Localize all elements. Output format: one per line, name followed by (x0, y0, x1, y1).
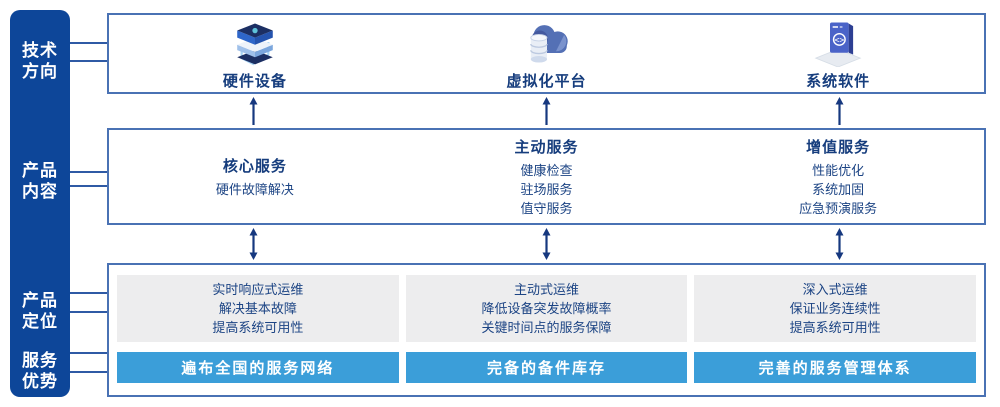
up-arrow-icon (400, 96, 693, 126)
sidebar-label-service-advantage: 服务 优势 (22, 351, 58, 391)
service-item: 驻场服务 (520, 181, 573, 197)
service-title: 增值服务 (806, 138, 871, 156)
double-arrow-icon (107, 227, 400, 261)
double-arrow-icon (400, 227, 693, 261)
positioning-column-3: 深入式运维 保证业务连续性 提高系统可用性 完善的服务管理体系 (694, 275, 977, 383)
software-window-icon: <> (811, 17, 865, 67)
service-item: 应急预演服务 (799, 200, 878, 216)
positioning-card: 深入式运维 保证业务连续性 提高系统可用性 (694, 275, 977, 343)
positioning-card: 主动式运维 降低设备突发故障概率 关键时间点的服务保障 (405, 275, 688, 343)
advantage-bar: 完善的服务管理体系 (694, 352, 977, 383)
tech-item-label: 虚拟化平台 (506, 72, 587, 90)
service-title: 主动服务 (514, 138, 579, 156)
sidebar-label-product-content: 产品 内容 (22, 161, 58, 201)
positioning-point: 保证业务连续性 (789, 301, 881, 317)
tech-item-label: 系统软件 (806, 72, 871, 90)
advantage-bar: 遍布全国的服务网络 (117, 352, 399, 383)
service-column-proactive: 主动服务 健康检查 驻场服务 值守服务 (401, 130, 693, 223)
connector-line (70, 60, 107, 62)
connector-line (70, 171, 107, 173)
service-item: 值守服务 (520, 200, 573, 216)
connector-line (70, 311, 107, 313)
positioning-point: 关键时间点的服务保障 (481, 320, 612, 336)
positioning-advantage-box: 实时响应式运维 解决基本故障 提高系统可用性 遍布全国的服务网络 主动式运维 降… (107, 263, 986, 397)
service-item: 性能优化 (812, 162, 865, 178)
cloud-database-icon (520, 17, 574, 67)
positioning-point: 实时响应式运维 (212, 282, 304, 298)
connector-line (70, 42, 107, 44)
advantage-bar: 完备的备件库存 (405, 352, 688, 383)
positioning-card: 实时响应式运维 解决基本故障 提高系统可用性 (117, 275, 399, 343)
service-column-core: 核心服务 硬件故障解决 (109, 130, 401, 223)
sidebar-label-tech-direction: 技术 方向 (22, 41, 58, 81)
positioning-column-2: 主动式运维 降低设备突发故障概率 关键时间点的服务保障 完备的备件库存 (405, 275, 688, 383)
double-arrow-icon (693, 227, 986, 261)
connector-line (70, 371, 107, 373)
positioning-point: 降低设备突发故障概率 (481, 301, 612, 317)
service-title: 核心服务 (222, 157, 287, 175)
up-arrow-icon (107, 96, 400, 126)
server-stack-icon (228, 17, 282, 67)
connector-line (70, 292, 107, 294)
positioning-point: 深入式运维 (802, 282, 868, 298)
service-column-value-added: 增值服务 性能优化 系统加固 应急预演服务 (692, 130, 984, 223)
positioning-column-1: 实时响应式运维 解决基本故障 提高系统可用性 遍布全国的服务网络 (117, 275, 399, 383)
arrow-row-top (107, 96, 986, 126)
tech-item-software: <> 系统软件 (692, 15, 984, 92)
positioning-point: 提高系统可用性 (212, 320, 304, 336)
product-content-box: 核心服务 硬件故障解决 主动服务 健康检查 驻场服务 值守服务 增值服务 性能优… (107, 128, 986, 225)
sidebar-label-product-positioning: 产品 定位 (22, 291, 58, 331)
connector-line (70, 185, 107, 187)
service-item: 硬件故障解决 (215, 181, 294, 197)
arrow-row-bottom (107, 227, 986, 261)
svg-text:<>: <> (835, 35, 845, 44)
connector-line (70, 352, 107, 354)
positioning-point: 提高系统可用性 (789, 320, 881, 336)
tech-item-virtualization: 虚拟化平台 (401, 15, 693, 92)
positioning-point: 主动式运维 (514, 282, 580, 298)
tech-item-hardware: 硬件设备 (109, 15, 401, 92)
category-sidebar: 技术 方向 产品 内容 产品 定位 服务 优势 (10, 10, 70, 397)
up-arrow-icon (693, 96, 986, 126)
positioning-point: 解决基本故障 (218, 301, 297, 317)
tech-item-label: 硬件设备 (222, 72, 287, 90)
service-item: 系统加固 (812, 181, 865, 197)
tech-direction-box: 硬件设备 (107, 13, 986, 94)
service-item: 健康检查 (520, 162, 573, 178)
